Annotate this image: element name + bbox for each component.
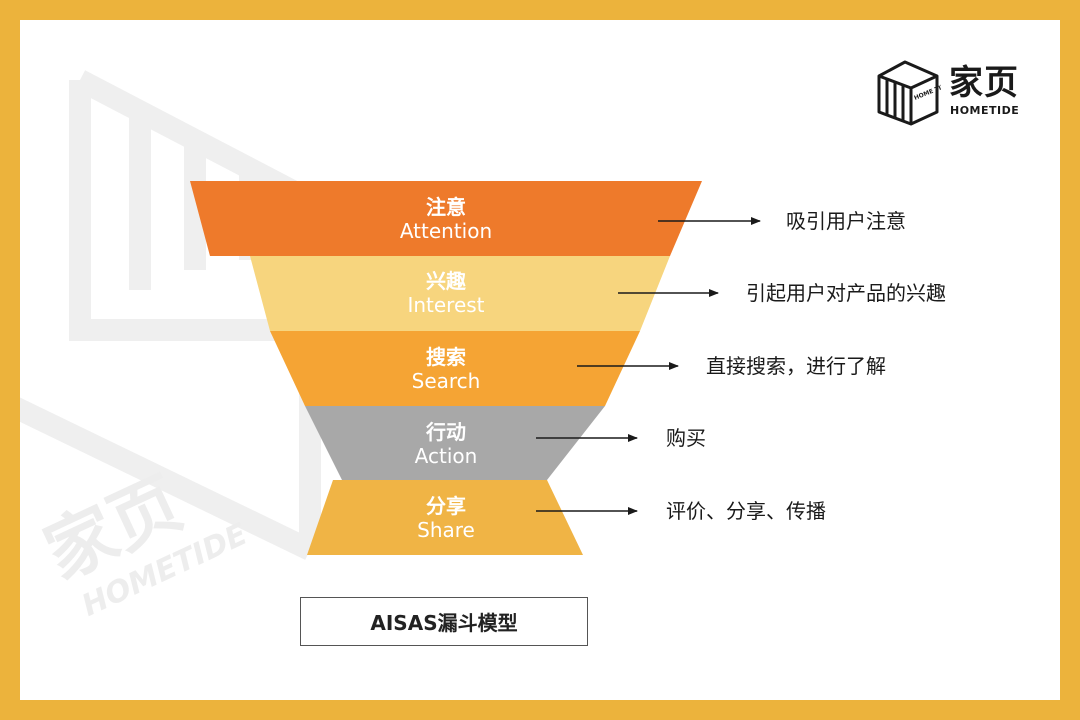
stage-cn-search: 搜索: [426, 345, 466, 369]
logo-cube-icon: HOME TIDE: [877, 60, 941, 126]
stage-en-share: Share: [417, 518, 475, 542]
stage-en-attention: Attention: [399, 219, 493, 243]
stage-cn-action: 行动: [426, 420, 466, 444]
content-panel: 家页 HOMETIDE HOME TIDE 家页 HOMETI: [20, 20, 1060, 700]
funnel-layer-interest: [250, 256, 670, 331]
funnel-layer-share: [307, 480, 583, 555]
description-share: 评价、分享、传播: [666, 499, 826, 523]
logo-name-cn: 家页: [949, 63, 1019, 103]
logo-name-en: HOMETIDE: [950, 104, 1020, 117]
brand-logo: HOME TIDE 家页 HOMETIDE: [875, 58, 1035, 128]
stage-cn-attention: 注意: [426, 195, 466, 219]
stage-en-action: Action: [414, 444, 478, 468]
aisas-funnel: [190, 181, 761, 555]
stage-label-attention: 注意 Attention: [326, 195, 566, 243]
stage-label-search: 搜索 Search: [326, 345, 566, 393]
funnel-layer-search: [270, 331, 640, 406]
stage-en-search: Search: [411, 369, 481, 393]
description-interest: 引起用户对产品的兴趣: [746, 281, 946, 305]
background-watermark: 家页 HOMETIDE: [20, 70, 321, 624]
stage-cn-share: 分享: [426, 494, 466, 518]
stage-cn-interest: 兴趣: [426, 269, 466, 293]
stage-label-share: 分享 Share: [326, 494, 566, 542]
stage-label-interest: 兴趣 Interest: [326, 269, 566, 317]
description-search: 直接搜索，进行了解: [706, 354, 886, 378]
description-action: 购买: [666, 426, 706, 450]
diagram-caption: AISAS漏斗模型: [300, 597, 588, 646]
description-attention: 吸引用户注意: [786, 209, 906, 233]
funnel-layer-action: [305, 406, 605, 480]
funnel-layer-attention: [190, 181, 702, 256]
stage-label-action: 行动 Action: [326, 420, 566, 468]
stage-en-interest: Interest: [407, 293, 485, 317]
